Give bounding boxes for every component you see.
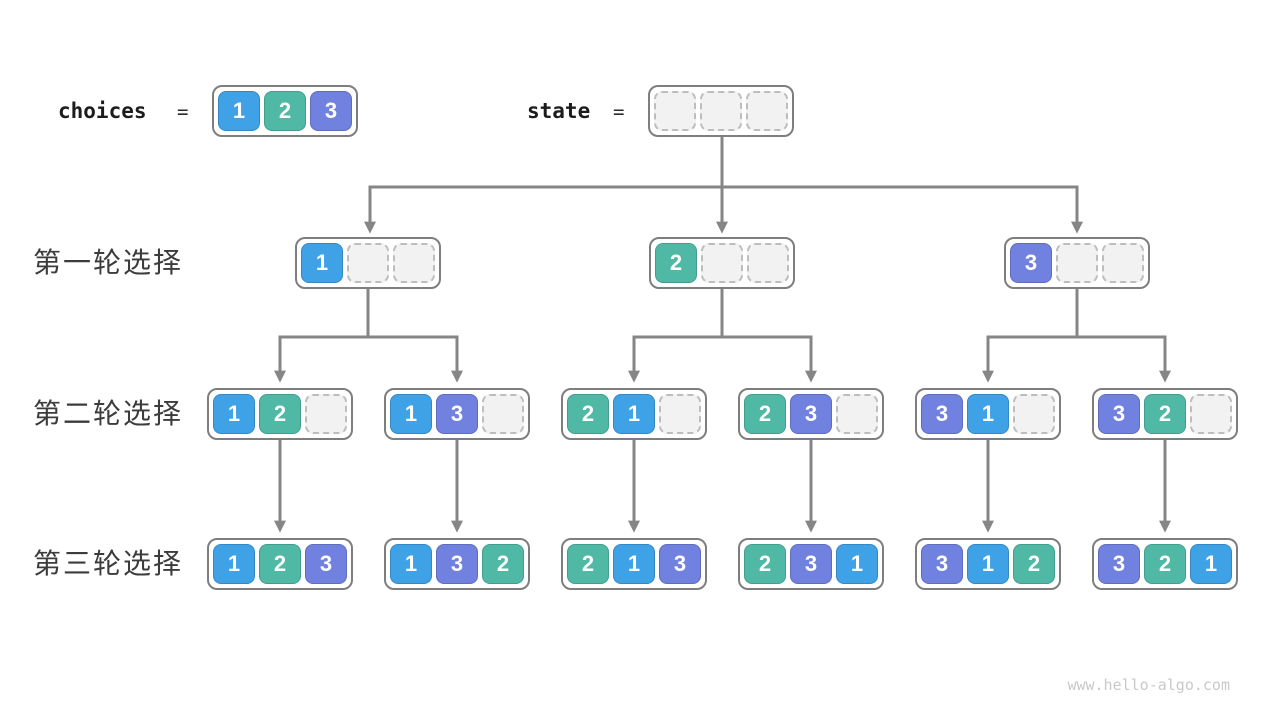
array-cell: 1 xyxy=(213,394,255,434)
array-cell xyxy=(700,91,742,131)
array-cell xyxy=(393,243,435,283)
state-node-31: 3 1 xyxy=(915,388,1061,440)
array-cell: 1 xyxy=(218,91,260,131)
array-cell xyxy=(482,394,524,434)
array-cell: 2 xyxy=(1144,544,1186,584)
array-cell: 2 xyxy=(567,394,609,434)
array-cell: 3 xyxy=(921,544,963,584)
array-cell: 1 xyxy=(613,394,655,434)
array-cell xyxy=(701,243,743,283)
array-cell: 3 xyxy=(659,544,701,584)
array-cell xyxy=(1056,243,1098,283)
array-cell: 2 xyxy=(264,91,306,131)
array-cell: 3 xyxy=(310,91,352,131)
round-3-label: 第三轮选择 xyxy=(33,548,184,579)
array-cell: 3 xyxy=(921,394,963,434)
round-2-label: 第二轮选择 xyxy=(33,398,184,429)
array-cell xyxy=(747,243,789,283)
state-node-123: 1 2 3 xyxy=(207,538,353,590)
state-equals-sign: = xyxy=(613,101,625,123)
array-cell xyxy=(746,91,788,131)
array-cell: 1 xyxy=(613,544,655,584)
choices-array: 1 2 3 xyxy=(212,85,358,137)
array-cell: 1 xyxy=(967,544,1009,584)
array-cell xyxy=(1190,394,1232,434)
state-node-3: 3 xyxy=(1004,237,1150,289)
state-node-312: 3 1 2 xyxy=(915,538,1061,590)
site-watermark: www.hello-algo.com xyxy=(1067,676,1230,694)
edge-branch-3 xyxy=(986,288,1167,339)
array-cell xyxy=(659,394,701,434)
state-node-1: 1 xyxy=(295,237,441,289)
array-cell: 1 xyxy=(967,394,1009,434)
state-label: state xyxy=(527,99,591,123)
array-cell: 2 xyxy=(259,394,301,434)
choices-label: choices xyxy=(58,99,147,123)
array-cell: 3 xyxy=(1010,243,1052,283)
edge-branch-1 xyxy=(278,288,459,339)
state-node-12: 1 2 xyxy=(207,388,353,440)
state-node-13: 1 3 xyxy=(384,388,530,440)
state-node-2: 2 xyxy=(649,237,795,289)
state-node-231: 2 3 1 xyxy=(738,538,884,590)
array-cell: 1 xyxy=(301,243,343,283)
state-node-32: 3 2 xyxy=(1092,388,1238,440)
array-cell: 2 xyxy=(744,544,786,584)
array-cell: 3 xyxy=(1098,544,1140,584)
array-cell: 2 xyxy=(1013,544,1055,584)
array-cell: 3 xyxy=(436,394,478,434)
array-cell xyxy=(654,91,696,131)
array-cell xyxy=(1102,243,1144,283)
edge-branch-2 xyxy=(632,288,813,339)
array-cell: 2 xyxy=(1144,394,1186,434)
array-cell: 3 xyxy=(305,544,347,584)
edge-root-trunk xyxy=(368,136,1079,189)
array-cell xyxy=(347,243,389,283)
array-cell: 3 xyxy=(790,394,832,434)
state-node-21: 2 1 xyxy=(561,388,707,440)
array-cell: 3 xyxy=(790,544,832,584)
array-cell: 2 xyxy=(655,243,697,283)
array-cell xyxy=(305,394,347,434)
round-1-label: 第一轮选择 xyxy=(33,247,184,278)
array-cell: 2 xyxy=(567,544,609,584)
array-cell xyxy=(1013,394,1055,434)
array-cell: 1 xyxy=(390,544,432,584)
array-cell: 1 xyxy=(836,544,878,584)
state-node-132: 1 3 2 xyxy=(384,538,530,590)
state-node-213: 2 1 3 xyxy=(561,538,707,590)
state-array-root xyxy=(648,85,794,137)
array-cell: 1 xyxy=(1190,544,1232,584)
array-cell: 2 xyxy=(482,544,524,584)
array-cell: 2 xyxy=(259,544,301,584)
choices-equals-sign: = xyxy=(177,101,189,123)
state-node-23: 2 3 xyxy=(738,388,884,440)
array-cell: 3 xyxy=(1098,394,1140,434)
state-node-321: 3 2 1 xyxy=(1092,538,1238,590)
array-cell: 1 xyxy=(390,394,432,434)
array-cell xyxy=(836,394,878,434)
array-cell: 2 xyxy=(744,394,786,434)
array-cell: 3 xyxy=(436,544,478,584)
array-cell: 1 xyxy=(213,544,255,584)
